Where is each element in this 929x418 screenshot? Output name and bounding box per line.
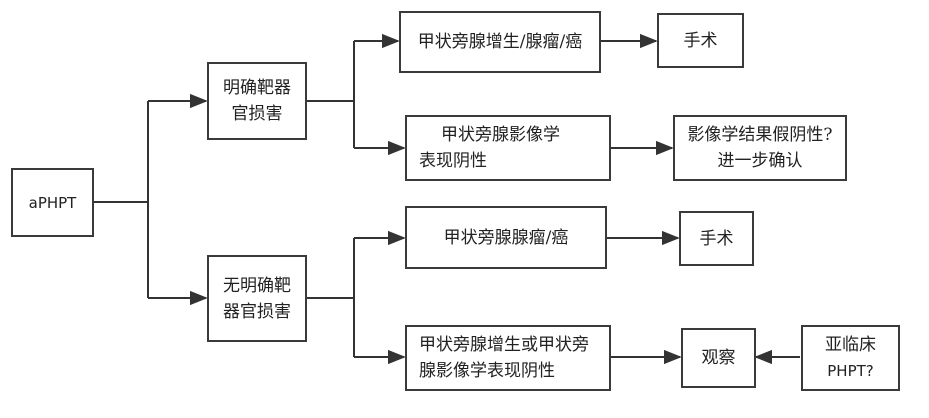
node-organ-damage: 明确靶器 官损害 xyxy=(207,62,307,140)
node-hyperplasia-adenoma-cancer: 甲状旁腺增生/腺瘤/癌 xyxy=(399,11,601,73)
edge-root-branch xyxy=(94,101,149,298)
node-imaging-negative: 甲状旁腺影像学 表现阴性 xyxy=(405,115,611,181)
node-subclinical-phpt: 亚临床 PHPT? xyxy=(801,325,900,391)
node-adenoma-cancer: 甲状旁腺腺瘤/癌 xyxy=(405,206,607,269)
edge-no-organ-damage-branch xyxy=(307,238,355,357)
node-surgery-2: 手术 xyxy=(679,211,754,266)
node-observe: 观察 xyxy=(681,328,756,388)
node-aphpt: aPHPT xyxy=(11,168,94,237)
node-hyperplasia-or-imaging-negative: 甲状旁腺增生或甲状旁 腺影像学表现阴性 xyxy=(405,325,611,391)
node-no-organ-damage: 无明确靶 器官损害 xyxy=(207,255,307,342)
node-surgery-1: 手术 xyxy=(657,13,744,68)
node-false-negative-check: 影像学结果假阴性? 进一步确认 xyxy=(673,115,847,181)
edge-organ-damage-branch xyxy=(307,41,355,148)
